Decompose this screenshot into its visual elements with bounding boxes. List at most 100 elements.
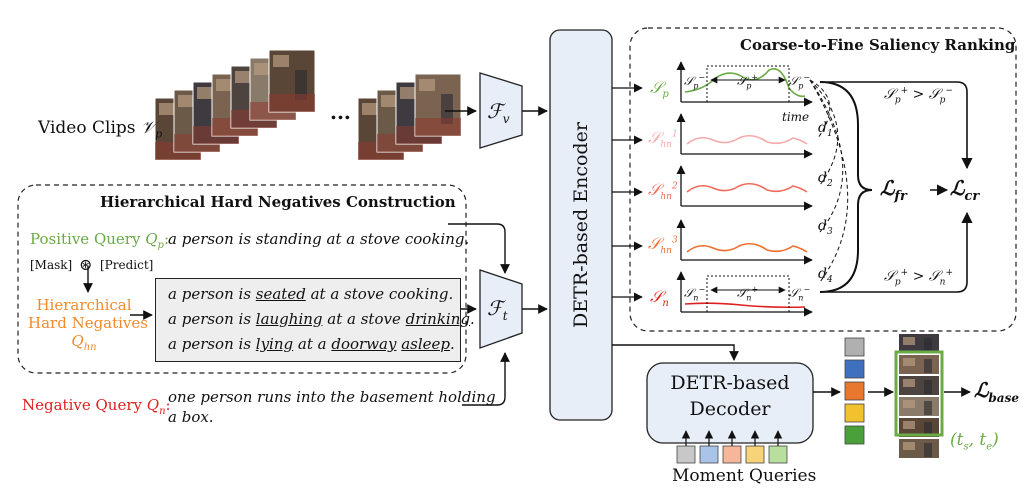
output-frame-detail xyxy=(903,442,915,450)
output-frame-detail xyxy=(903,337,915,345)
frame-detail xyxy=(415,118,461,136)
predict-token: [Predict] xyxy=(100,258,154,272)
video-ellipsis: ... xyxy=(330,100,351,124)
frame-detail xyxy=(273,55,289,67)
d2-label: d2 xyxy=(818,170,833,189)
moment-query-square xyxy=(722,445,742,464)
decoder-output-square xyxy=(844,359,865,379)
moment-query-square xyxy=(699,445,719,464)
saliency-plot xyxy=(676,113,813,159)
frame-detail xyxy=(381,95,397,107)
hard-negatives-label: Hierarchical Hard Negatives Qhn xyxy=(28,296,148,353)
video-frame xyxy=(268,49,316,113)
frame-detail xyxy=(197,87,213,99)
sn-minus-right: 𝒮n− xyxy=(789,285,811,303)
sn-plus: 𝒮n+ xyxy=(737,285,759,303)
output-frame-detail xyxy=(924,443,932,457)
llm-icon: ⊛ xyxy=(79,255,93,274)
fv-encoder-shape xyxy=(479,72,523,149)
ft-label: ℱt xyxy=(487,296,508,323)
output-frame-detail xyxy=(903,379,915,387)
saliency-title: Coarse-to-Fine Saliency Ranking xyxy=(740,36,1016,54)
decoder-output-square xyxy=(844,403,865,423)
frame-detail xyxy=(362,103,378,115)
frame-detail xyxy=(269,94,315,112)
moment-query-square xyxy=(676,445,696,464)
saliency-curve xyxy=(686,242,808,253)
ft-encoder-shape xyxy=(479,269,523,349)
relation-pos-gt-neg-pos: 𝒮p+ > 𝒮n+ xyxy=(884,268,953,288)
frame-detail xyxy=(400,87,416,99)
saliency-curve xyxy=(686,182,808,193)
positive-segment-box xyxy=(706,65,790,103)
sp-plus: 𝒮p+ xyxy=(737,73,759,91)
video-frame xyxy=(414,73,462,137)
detr-encoder-label: DETR-based Encoder xyxy=(570,122,592,328)
sp-minus-right: 𝒮p− xyxy=(789,73,811,91)
time-axis-label: time xyxy=(782,110,810,124)
moment-queries-label: Moment Queries xyxy=(672,466,817,486)
relation-pos-gt-pos-neg: 𝒮p+ > 𝒮p− xyxy=(884,86,953,106)
fv-label: ℱv xyxy=(487,99,510,126)
score-hn2-label: 𝒮hn2 xyxy=(648,180,678,203)
frame-detail xyxy=(254,63,270,75)
loss-base: ℒbase xyxy=(974,378,1019,405)
hhn-dashed-box xyxy=(17,184,467,374)
detr-decoder-label: DETR-based Decoder xyxy=(670,372,790,420)
sp-minus-left: 𝒮p− xyxy=(684,73,706,91)
moment-query-squares xyxy=(676,430,788,464)
output-frame-column xyxy=(899,334,939,458)
hard-negatives-list: a person is seated at a stove cooking. a… xyxy=(155,278,475,362)
saliency-curve xyxy=(686,134,808,145)
video-clips-label: Video Clips 𝒱p xyxy=(38,118,163,141)
positive-query-label: Positive Query Qp: xyxy=(30,230,169,251)
video-frame-stacks xyxy=(154,49,462,161)
positive-segment-box xyxy=(706,275,790,313)
output-frame-detail xyxy=(903,400,915,408)
hard-negative-3: a person is lying at a doorway asleep. xyxy=(168,335,455,353)
decoder-output-square xyxy=(844,381,865,401)
hard-negative-1: a person is seated at a stove cooking. xyxy=(168,285,454,303)
score-hn3-label: 𝒮hn3 xyxy=(648,234,678,257)
loss-fr: ℒfr xyxy=(880,176,907,204)
moment-query-square xyxy=(745,445,765,464)
negative-query-label: Negative Query Qn: xyxy=(22,396,171,417)
saliency-plot xyxy=(676,61,813,107)
score-hn1-label: 𝒮hn1 xyxy=(648,128,678,151)
saliency-plot xyxy=(676,165,813,211)
sn-minus-left: 𝒮n− xyxy=(684,285,706,303)
frame-detail xyxy=(216,79,232,91)
decoder-output-square xyxy=(844,337,865,357)
predicted-span-box xyxy=(894,350,944,437)
frame-detail xyxy=(159,103,175,115)
output-frame-detail xyxy=(903,421,915,429)
score-sp-label: 𝒮p xyxy=(650,78,669,101)
frame-detail xyxy=(235,71,251,83)
decoder-output-square xyxy=(844,425,865,445)
detr-encoder-box xyxy=(549,29,613,421)
predicted-span-label: (ts, te) xyxy=(950,430,999,453)
d3-label: d3 xyxy=(818,218,833,237)
frame-detail xyxy=(419,79,435,91)
saliency-curve xyxy=(684,302,806,309)
output-frame-detail xyxy=(924,359,932,373)
saliency-dashed-box xyxy=(629,27,1017,332)
frame-detail xyxy=(441,94,453,124)
negative-query-text: one person runs into the basement holdin… xyxy=(168,388,496,426)
saliency-plot xyxy=(676,271,813,317)
detr-decoder-box xyxy=(646,362,814,444)
saliency-plots xyxy=(676,61,813,317)
output-frame-detail xyxy=(924,338,932,352)
hard-negative-2: a person is laughing at a stove drinking… xyxy=(168,310,475,328)
score-sn-label: 𝒮n xyxy=(650,287,669,310)
output-frame-detail xyxy=(924,422,932,436)
mask-token: [Mask] xyxy=(30,258,73,272)
hhn-title: Hierarchical Hard Negatives Construction xyxy=(100,193,456,211)
d4-label: d4 xyxy=(818,266,833,285)
decoder-output-squares xyxy=(844,337,865,445)
output-frame-detail xyxy=(903,358,915,366)
frame-detail xyxy=(178,95,194,107)
saliency-plot xyxy=(676,219,813,265)
